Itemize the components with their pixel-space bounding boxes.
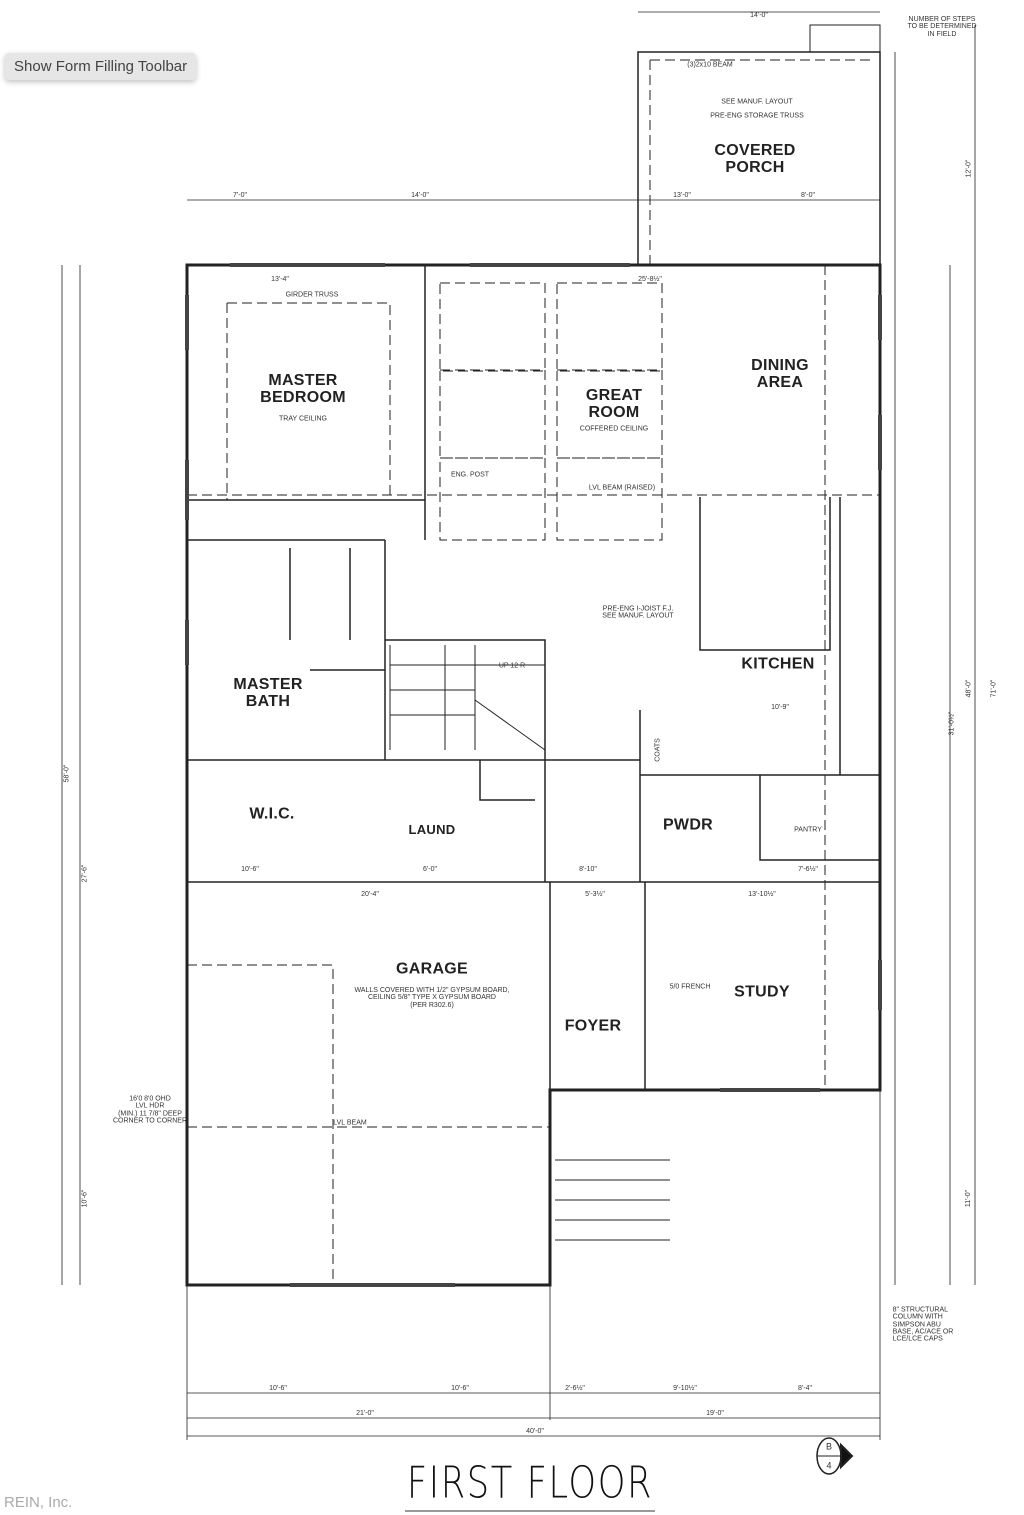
stairs <box>389 645 670 1241</box>
french-door-label: 5/0 FRENCH <box>669 983 711 991</box>
dim: 8'-10" <box>579 866 597 873</box>
dashed-beams <box>187 59 880 1285</box>
room-label-master-bath: MASTER BATH <box>233 676 303 710</box>
dim: 31'-0½" <box>948 711 956 736</box>
eng-post-note: ENG. POST <box>450 471 490 479</box>
steps-note: NUMBER OF STEPS TO BE DETERMINED IN FIEL… <box>907 15 977 38</box>
dim: 58'-0" <box>63 764 71 783</box>
room-label-covered-porch: COVERED PORCH <box>714 142 796 176</box>
dim: 40'-0" <box>526 1428 544 1435</box>
porch-note-2: PRE-ENG STORAGE TRUSS <box>710 112 804 120</box>
dim: 27'-6" <box>81 864 89 883</box>
room-label-study: STUDY <box>734 983 790 1001</box>
section-marker-top: B <box>825 1441 833 1452</box>
dim: 21'-0" <box>356 1410 374 1417</box>
dim: 8'-0" <box>801 192 815 199</box>
room-label-great-room: GREAT ROOM <box>585 387 643 421</box>
steps <box>809 24 881 53</box>
dim: 14'-0" <box>411 192 429 199</box>
dim: 10'-6" <box>241 866 259 873</box>
dim: 13'-10½" <box>748 891 776 898</box>
master-bedroom-ceiling: TRAY CEILING <box>279 415 327 423</box>
dim: 9'-10½" <box>673 1385 697 1392</box>
dim: 10'-9" <box>771 704 789 711</box>
dim: 5'-3½" <box>585 891 605 898</box>
coats-label: COATS <box>654 738 662 762</box>
dim: 19'-0" <box>706 1410 724 1417</box>
column-note: 8" STRUCTURAL COLUMN WITH SIMPSON ABU BA… <box>892 1306 954 1344</box>
lvl-beam-raised-note: LVL BEAM (RAISED) <box>588 484 656 492</box>
room-label-dining-area: DINING AREA <box>751 357 809 391</box>
dim: 7'-6½" <box>798 866 818 873</box>
joist-note: PRE-ENG I-JOIST F.J. SEE MANUF. LAYOUT <box>602 605 674 620</box>
stairs-up-label: UP 12 R <box>498 662 526 670</box>
dim: 7'-0" <box>233 192 247 199</box>
dim: 10'-6" <box>81 1189 89 1208</box>
dim: 12'-0" <box>965 159 973 178</box>
room-label-garage: GARAGE <box>395 960 469 978</box>
watermark: REIN, Inc. <box>4 1494 73 1511</box>
garage-note: WALLS COVERED WITH 1/2" GYPSUM BOARD, CE… <box>354 986 510 1009</box>
room-label-laundry: LAUND <box>408 822 456 838</box>
dim: 6'-0" <box>423 866 437 873</box>
dim: 13'-4" <box>271 276 289 283</box>
porch-beam: (3)2x10 BEAM <box>687 61 733 69</box>
dim: 20'-4" <box>361 891 379 898</box>
room-label-pantry: PANTRY <box>794 826 822 834</box>
garage-door-note: 16'0 8'0 OHD LVL HDR (MIN.) 11 7/8" DEEP… <box>112 1095 188 1125</box>
dim: 48'-0" <box>965 679 973 698</box>
show-form-filling-toolbar-button[interactable]: Show Form Filling Toolbar <box>5 53 197 80</box>
windows <box>185 263 882 1287</box>
dimension-lines <box>61 11 976 1440</box>
dim: 13'-0" <box>673 192 691 199</box>
dim: 8'-4" <box>798 1385 812 1392</box>
room-label-foyer: FOYER <box>564 1017 622 1035</box>
dim: 10'-6" <box>451 1385 469 1392</box>
dim: 14'-0" <box>750 12 768 19</box>
interior-walls <box>187 265 880 1090</box>
porch-note-1: SEE MANUF. LAYOUT <box>721 98 793 106</box>
girder-truss-note: GIRDER TRUSS <box>285 291 339 299</box>
room-label-wic: W.I.C. <box>249 805 295 823</box>
room-label-master-bedroom: MASTER BEDROOM <box>260 372 346 406</box>
dim: 10'-6" <box>269 1385 287 1392</box>
dim: 2'-6½" <box>565 1385 585 1392</box>
dim: 11'-0" <box>965 1189 973 1208</box>
title-underline <box>405 1510 655 1512</box>
room-label-kitchen: KITCHEN <box>741 655 815 673</box>
dim: 71'-0" <box>990 679 998 698</box>
drawing-title: FIRST FLOOR <box>406 1457 654 1509</box>
section-marker-bottom: 4 <box>826 1460 832 1471</box>
room-label-powder: PWDR <box>662 816 714 834</box>
lvl-beam-note: LVL BEAM <box>333 1119 367 1127</box>
dim: 25'-8½" <box>638 276 662 283</box>
section-marker <box>816 1437 854 1475</box>
great-room-ceiling: COFFERED CEILING <box>579 425 649 433</box>
